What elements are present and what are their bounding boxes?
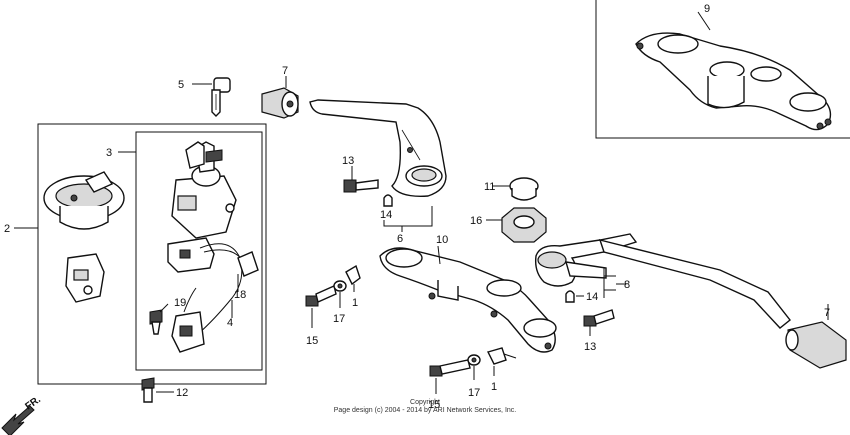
callout-14-upper: 14 [380,209,392,221]
switch-connector-part [167,237,259,353]
stem-cap-part [509,177,539,201]
callout-12: 12 [176,387,188,399]
steering-lock-cap-part [43,171,125,230]
callout-15-bottom: 15 [428,399,440,411]
callout-8: 8 [624,279,630,291]
washer-left-part [333,280,347,292]
callout-19: 19 [174,297,186,309]
callout-15-left: 15 [306,335,318,347]
small-screw-part [149,309,163,335]
pin-part [383,194,393,207]
upper-fork-bridge-part [635,32,832,131]
stem-nut-part [501,207,547,243]
callout-17-left: 17 [333,313,345,325]
callout-10: 10 [436,234,448,246]
right-handlebar-part [534,233,791,329]
callout-17-bottom: 17 [468,387,480,399]
leader-line [697,11,711,31]
leader-line [437,245,441,265]
washer-bottom-part [467,354,481,366]
bracket-line [603,268,616,298]
callout-1-bottom: 1 [491,381,497,393]
callout-3: 3 [106,147,112,159]
callout-7-upper: 7 [282,65,288,77]
clamp-bolt-left-part [305,285,337,307]
callout-4: 4 [227,317,233,329]
copyright-line-2: Page design (c) 2004 - 2014 by ARI Netwo… [334,407,517,414]
callout-11: 11 [484,181,495,193]
left-handlebar-part [309,99,447,197]
clamp-bolt-bottom-part [429,359,471,377]
handlebar-holder-bridge-part [379,247,557,353]
top-bridge-frame [595,0,850,139]
handlebar-end-upper-part [261,87,299,119]
callout-6: 6 [397,233,403,245]
clip-bottom-part [486,347,517,365]
lock-cylinder-part [65,253,105,303]
ignition-switch-part [171,141,237,239]
leader-line [159,303,169,313]
callout-2: 2 [4,223,10,235]
callout-5: 5 [178,79,184,91]
callout-13-upper: 13 [342,155,354,167]
callout-1-left: 1 [352,297,358,309]
ignition-assembly-frame [37,123,267,385]
key-switch-frame [135,131,263,371]
callout-9: 9 [704,3,710,15]
lock-bolt-part [141,377,155,403]
callout-14-lower: 14 [586,291,598,303]
callout-13-lower: 13 [584,341,596,353]
bracket-line [383,206,433,227]
key-part [211,77,231,117]
bolt-part [343,179,379,193]
clip-left-part [345,264,361,286]
handlebar-end-lower-part [785,321,847,369]
callout-7-lower: 7 [824,307,830,319]
pin-lower-part [565,290,575,303]
callout-18: 18 [234,289,246,301]
front-direction-arrow-icon [1,405,35,435]
bolt-lower-part [583,309,615,327]
copyright-line-1: Copyright [410,399,440,406]
callout-16: 16 [470,215,482,227]
